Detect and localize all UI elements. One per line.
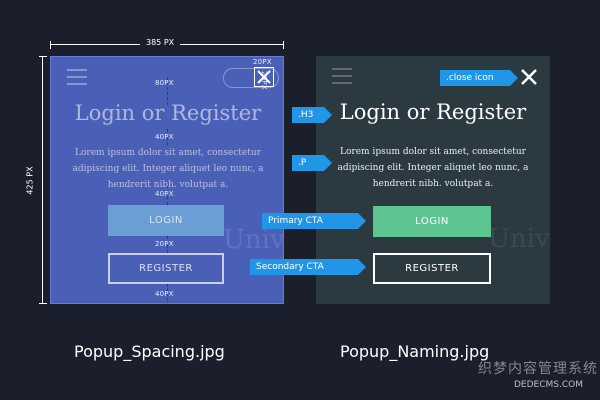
gap-label: 40PX bbox=[155, 290, 174, 298]
close-icon[interactable] bbox=[520, 68, 538, 86]
height-dimension-line bbox=[39, 56, 47, 304]
spacing-popup-mockup: Univ 20PX 20PX 80PX Login or Register 40… bbox=[50, 56, 284, 304]
h3-callout: .H3 bbox=[292, 107, 332, 123]
gap-label: 40PX bbox=[155, 190, 174, 198]
p-callout: .P bbox=[292, 155, 332, 171]
close-width-label: 20PX bbox=[253, 58, 272, 66]
watermark-domain: DEDECMS.COM bbox=[514, 380, 583, 390]
background-ghost-text: Univ bbox=[488, 224, 550, 254]
spacing-guide bbox=[167, 185, 168, 205]
gap-label: 20PX bbox=[155, 240, 174, 248]
menu-icon bbox=[332, 68, 352, 89]
popup-body-text: Lorem ipsum dolor sit amet, consectetur … bbox=[337, 147, 529, 189]
search-pill bbox=[223, 68, 279, 88]
background-ghost-text: Univ bbox=[223, 225, 284, 255]
close-height-label: 20PX bbox=[260, 71, 268, 90]
login-button[interactable]: LOGIN bbox=[373, 206, 491, 237]
close-icon-callout: .close icon bbox=[440, 70, 518, 86]
menu-icon bbox=[67, 69, 87, 90]
close-icon bbox=[257, 70, 271, 84]
gap-label: 40PX bbox=[155, 133, 174, 141]
login-button[interactable]: LOGIN bbox=[108, 205, 224, 236]
primary-cta-callout: Primary CTA bbox=[262, 213, 366, 229]
watermark-cjk: 织梦内容管理系统 bbox=[478, 361, 598, 377]
register-button[interactable]: REGISTER bbox=[108, 253, 224, 284]
spacing-caption: Popup_Spacing.jpg bbox=[74, 342, 225, 361]
spacing-guide bbox=[167, 129, 168, 145]
close-icon-bounding-box bbox=[254, 67, 274, 87]
gap-label: 80PX bbox=[155, 79, 174, 87]
width-dimension-label: 385 PX bbox=[140, 38, 181, 47]
naming-caption: Popup_Naming.jpg bbox=[340, 342, 490, 361]
spacing-guide bbox=[167, 284, 168, 303]
register-button[interactable]: REGISTER bbox=[373, 253, 491, 284]
spacing-guide bbox=[167, 236, 168, 253]
popup-title: Login or Register bbox=[339, 100, 527, 124]
popup-body-text: Lorem ipsum dolor sit amet, consectetur … bbox=[72, 148, 264, 190]
height-dimension-label: 425 PX bbox=[25, 162, 35, 199]
popup-title: Login or Register bbox=[74, 101, 262, 125]
spacing-guide bbox=[167, 77, 168, 105]
secondary-cta-callout: Secondary CTA bbox=[250, 259, 366, 275]
